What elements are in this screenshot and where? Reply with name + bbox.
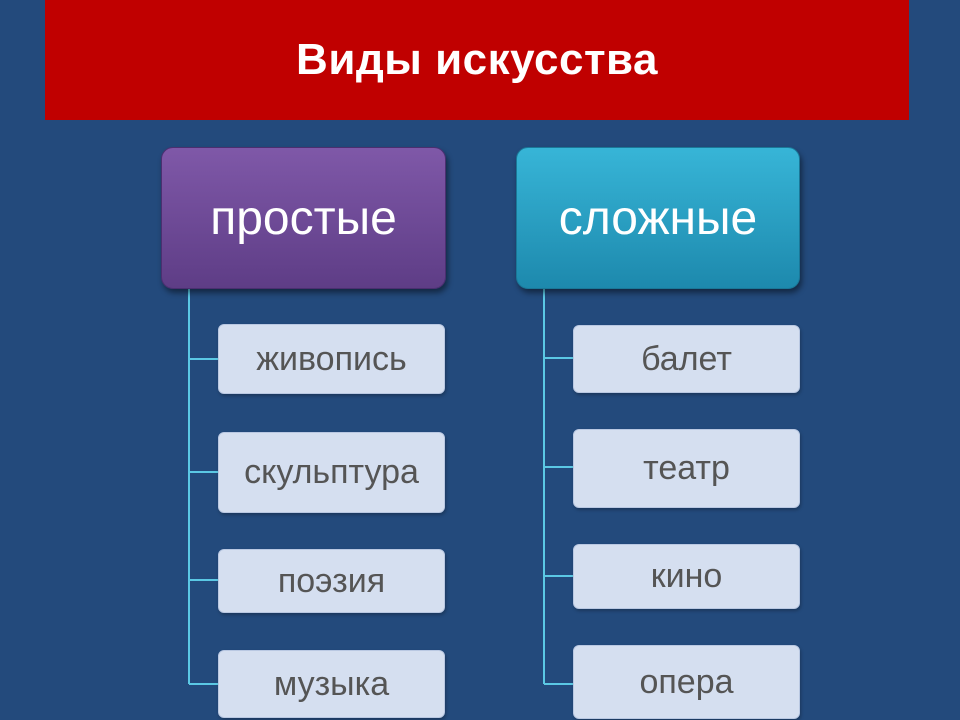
title-bar: Виды искусства — [45, 0, 909, 120]
page-title: Виды искусства — [296, 35, 658, 84]
item-sculpture: скульптура — [218, 432, 445, 513]
item-ballet: балет — [573, 325, 800, 393]
item-theatre: театр — [573, 429, 800, 508]
item-opera: опера — [573, 645, 800, 719]
group-head-complex: сложные — [516, 147, 800, 289]
item-painting: живопись — [218, 324, 445, 394]
group-head-simple: простые — [161, 147, 446, 289]
item-poetry: поэзия — [218, 549, 445, 613]
item-cinema: кино — [573, 544, 800, 609]
item-music: музыка — [218, 650, 445, 718]
